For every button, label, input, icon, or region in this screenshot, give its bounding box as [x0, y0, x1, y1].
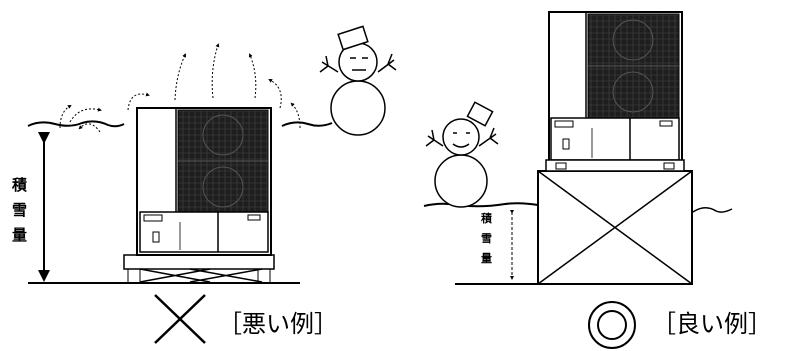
outdoor-unit-left — [123, 107, 275, 284]
good-example-panel: 積 雪 量 — [423, 11, 772, 349]
snow-surface-left — [27, 120, 125, 128]
bad-example-label: ［悪い例］ — [218, 310, 338, 338]
snow-surface-right — [281, 121, 333, 127]
good-mark — [588, 301, 636, 349]
good-example-label: ［良い例］ — [652, 310, 772, 338]
snowman-left — [319, 25, 397, 136]
snow-depth-label-char-3: 量 — [481, 252, 492, 265]
snow-depth-label-char-1: 積 — [480, 211, 493, 225]
raised-platform — [537, 170, 693, 285]
snow-depth-label-char-2: 雪 — [12, 201, 27, 219]
bad-example-panel: 積 雪 量 — [11, 25, 397, 344]
outdoor-unit-right — [545, 11, 685, 172]
airflow-swirls — [59, 43, 301, 133]
snow-depth-label-char-1: 積 — [11, 176, 28, 194]
snow-surface — [423, 202, 539, 208]
snow-depth-label-char-2: 雪 — [481, 232, 492, 245]
snowman-right — [425, 101, 499, 208]
bad-mark — [154, 294, 206, 344]
snow-depth-label-char-3: 量 — [12, 226, 27, 244]
